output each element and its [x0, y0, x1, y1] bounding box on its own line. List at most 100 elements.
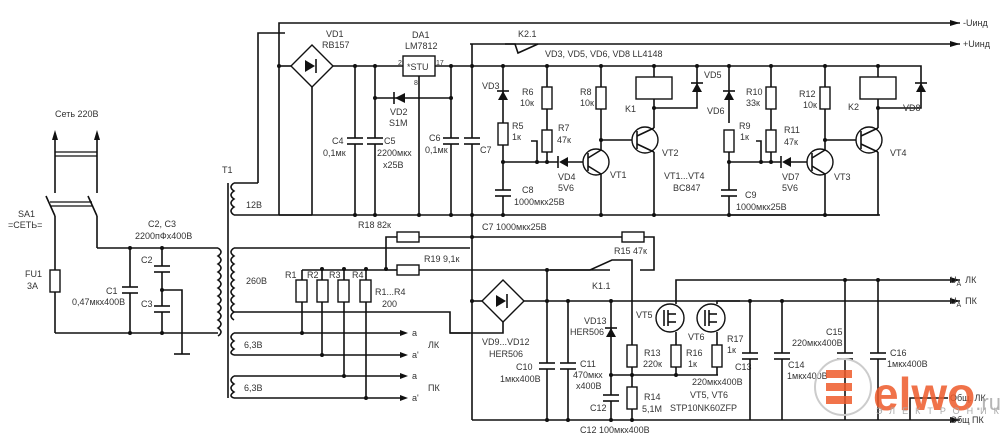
k11-label: K1.1	[592, 281, 611, 291]
vd3-label: VD3	[482, 81, 500, 91]
vd13-type: HER506	[570, 327, 604, 337]
bridge-vd9-vd12: VD9...VD12 HER506	[481, 279, 530, 359]
r9-value: 1к	[740, 132, 749, 142]
r16-value: 1к	[688, 359, 697, 369]
r14-label: R14	[644, 392, 661, 402]
vd7-type: 5V6	[782, 183, 798, 193]
resistor-r6	[541, 86, 553, 110]
vd4-label: VD4	[558, 172, 576, 182]
c12-label: C12	[590, 403, 607, 413]
r10-value: 33к	[746, 98, 760, 108]
regulator-body: *STU	[407, 62, 429, 72]
c14-value: 1мкх400В	[787, 371, 828, 381]
r3-label: R3	[329, 270, 341, 280]
r11-value: 47к	[784, 137, 798, 147]
c7-label: C7	[480, 145, 492, 155]
transistors-type: BC847	[673, 183, 701, 193]
arrow-right-icon	[950, 277, 960, 283]
diode-vd8	[916, 83, 926, 92]
diodes-note: VD3, VD5, VD6, VD8 LL4148	[545, 49, 663, 59]
out-common-pk: Общ ПК	[950, 415, 985, 425]
c4-value: 0,1мк	[323, 148, 346, 158]
vd4-type: 5V6	[558, 183, 574, 193]
c11-label: C11	[580, 359, 596, 369]
transistors-note: VT1...VT4	[664, 171, 705, 181]
r6-label: R6	[522, 87, 534, 97]
regulator-pin-in: 2	[398, 60, 402, 67]
winding-260v	[230, 247, 236, 321]
r10-label: R10	[746, 87, 763, 97]
r15-label: R15 47к	[614, 246, 647, 256]
emi-filter: C2, C3 2200пФх400В C2 C3 C1 0,47мкх400В	[72, 219, 192, 355]
vt4-label: VT4	[890, 148, 907, 158]
diode-vd2	[395, 93, 405, 103]
c5-value: 2200мкх	[377, 148, 412, 158]
r13-label: R13	[644, 348, 661, 358]
c16-label: C16	[890, 348, 907, 358]
c13-label: C13	[735, 362, 752, 372]
c4-label: C4	[332, 136, 344, 146]
transistor-vt2	[631, 126, 659, 154]
vt1-label: VT1	[610, 170, 627, 180]
r4-label: R4	[352, 270, 364, 280]
vt6-label: VT6	[688, 332, 705, 342]
resistor-r10	[765, 86, 777, 110]
zener-vd4	[559, 157, 568, 167]
r5-value: 1к	[512, 132, 521, 142]
vd8-label: VD8	[903, 103, 921, 113]
resistor-r8	[595, 86, 607, 110]
vd1-type: RB157	[322, 40, 350, 50]
mains-switch: SA1 =СЕТЬ=	[8, 195, 98, 230]
switch-label: SA1	[18, 209, 35, 219]
c11-value: 470мкх	[573, 370, 603, 380]
vd7-label: VD7	[782, 172, 800, 182]
c15-value: 220мкх400В	[792, 338, 843, 348]
out-lk-label: ЛК	[428, 340, 440, 350]
relay-driver-1: K2.1 VD3, VD5, VD6, VD8 LL4148 VD3 R5 1к…	[471, 29, 722, 217]
relay-coil-k2	[859, 76, 897, 100]
watermark-brand: elwo.ru	[873, 368, 1000, 420]
r1-r4-note: R1...R4	[375, 287, 406, 297]
c3-label: C3	[141, 299, 153, 309]
c9-value: 1000мкх25В	[736, 202, 787, 212]
r11-label: R11	[784, 125, 800, 135]
r17-label: R17	[727, 334, 744, 344]
r8-value: 10к	[580, 98, 594, 108]
vd2-label: VD2	[390, 107, 408, 117]
c9-label: C9	[745, 190, 757, 200]
r9-label: R9	[739, 121, 751, 131]
bridge-type: HER506	[489, 349, 523, 359]
watermark: elwo.ru ЭЛЕКТРОНИКА	[814, 358, 1000, 420]
regulator-pin-gnd: 8	[414, 80, 418, 87]
vd2-type: S1M	[389, 118, 408, 128]
c11-voltage: x400В	[576, 381, 602, 391]
r2-label: R2	[307, 270, 319, 280]
out-a-pk: а	[412, 371, 417, 381]
transistor-vt3	[806, 148, 834, 176]
fuse: FU1 3А	[25, 269, 61, 293]
mosfet-vt6	[696, 303, 726, 333]
r6-value: 10к	[520, 98, 534, 108]
c7-note: C7 1000мкх25В	[482, 222, 547, 232]
transformer-label: T1	[222, 165, 233, 175]
watermark-tagline: ЭЛЕКТРОНИКА	[876, 406, 1000, 416]
arrow-up-icon	[52, 130, 58, 140]
transistor-vt1	[582, 148, 610, 176]
c16-value: 1мкх400В	[887, 359, 928, 369]
c12-note: C12 100мкх400В	[580, 425, 650, 435]
resistor-r3	[337, 279, 350, 303]
mains-label: Сеть 220В	[55, 109, 99, 119]
potentiometer-r7	[541, 129, 553, 153]
vt5-label: VT5	[636, 310, 653, 320]
c13-value: 220мкх400В	[692, 377, 743, 387]
c10-label: C10	[516, 362, 533, 372]
c2-label: C2	[141, 255, 153, 265]
winding-6v3-lk	[230, 332, 236, 356]
diode-vd13	[606, 328, 616, 337]
watermark-logo-icon	[826, 370, 852, 378]
resistor-r4	[359, 279, 372, 303]
zener-vd7	[782, 157, 791, 167]
k2-label: K2	[848, 102, 859, 112]
